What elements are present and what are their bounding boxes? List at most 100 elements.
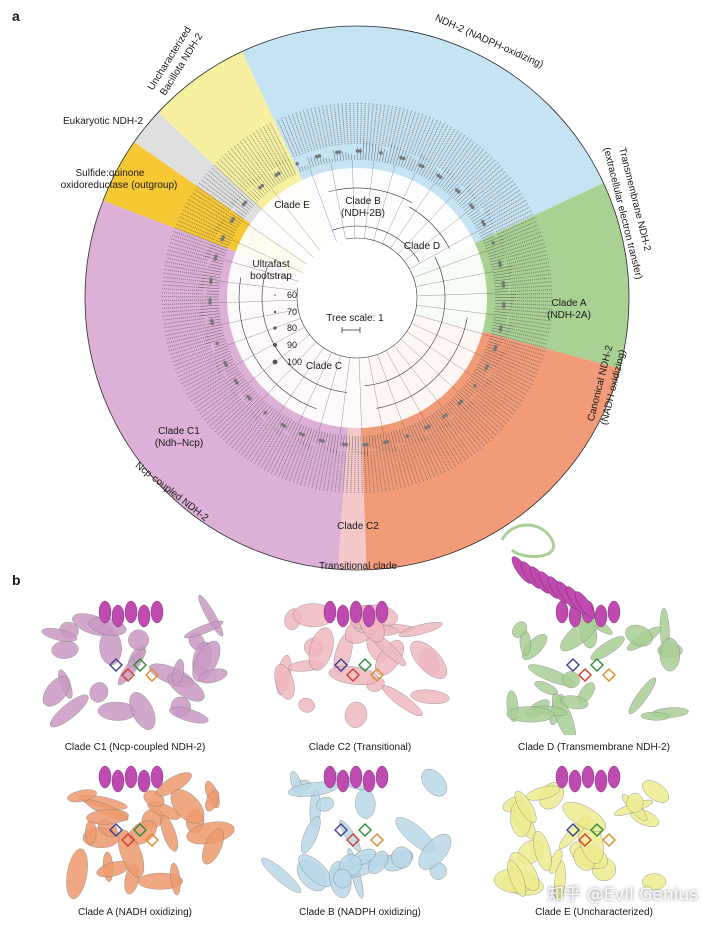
leaf-label [164,260,206,270]
leaf-label [266,123,287,162]
radial-branch [368,356,384,434]
bootstrap-node [457,190,461,194]
ligand-stick [602,833,616,847]
bootstrap-node [470,205,475,210]
leaf-branch [489,335,505,341]
label-clade-a: Clade A [551,298,586,309]
leaf-label [510,312,553,318]
leaf-label [442,425,467,462]
ligand-stick [133,658,147,672]
leaf-branch [203,275,221,278]
leaf-label [161,299,204,302]
radial-branch [220,281,298,291]
leaf-label [475,173,510,201]
leaf-branch [235,209,246,217]
leaf-branch [272,413,283,429]
helix-segment [349,600,363,624]
radial-branch [224,259,300,282]
label-clade-c1: Clade C1 [158,426,200,437]
ribbon-segment [298,697,315,713]
leaf-label [333,103,340,146]
leaf-label [505,246,547,259]
bootstrap-node [438,175,443,179]
bootstrap-node [220,237,224,242]
leaf-label [493,368,532,389]
ligand-stick [358,823,372,837]
leaf-label [391,447,402,490]
bootstrap-value: 60 [287,290,297,300]
leaf-label [507,257,550,268]
leaf-label [171,347,212,363]
leaf-branch [423,162,432,178]
ligand-stick [121,668,135,682]
leaf-label [193,188,230,213]
radial-branch [416,293,495,297]
structure-clade-d [500,523,689,735]
leaf-label [172,230,213,246]
leaf-label [459,412,489,445]
radial-branch [373,165,396,241]
leaf-label [495,213,535,233]
leaf-branch [403,153,409,169]
leaf-label [510,281,553,286]
leaf-label [502,348,543,364]
leaf-label [346,451,350,494]
leaf-label [206,396,240,425]
leaf-label [478,391,513,419]
leaf-branch [339,435,342,448]
leaf-branch [377,434,380,450]
leaf-label [162,314,205,321]
internal-branch [409,206,450,249]
leaf-label [373,451,379,493]
bootstrap-node [457,401,462,406]
bootstrap-node [344,442,349,447]
leaf-label [476,394,510,422]
ribbon-segment [344,701,368,728]
leaf-label [397,446,410,488]
leaf-label [334,450,341,493]
ribbon-segment [67,789,97,803]
bootstrap-node [365,442,369,447]
leaf-label [494,209,533,230]
ligand-stick [590,823,604,837]
ligand-stick [346,833,360,847]
leaf-label [507,330,549,341]
leaf-label [172,350,213,367]
leaf-label [510,300,553,302]
leaf-branch [433,412,445,429]
bootstrap-dot [273,310,277,314]
leaf-branch [395,148,401,166]
leaf-label [164,327,206,337]
radial-branch [318,355,341,431]
leaf-label [390,106,401,148]
label-clade-b: Clade B [345,196,381,207]
ribbon-segment [506,706,554,723]
leaf-branch [214,350,230,358]
leaf-label [508,265,551,274]
leaf-branch [460,194,474,207]
helix-segment [594,604,608,628]
leaf-branch [213,228,233,239]
helix-segment [323,600,337,624]
leaf-label [165,257,207,267]
leaf-label [267,434,288,473]
leaf-branch [244,390,255,401]
leaf-label [510,309,553,314]
ribbon-segment [534,680,559,696]
leaf-label [236,142,263,177]
leaf-branch [264,174,275,188]
leaf-label [399,109,413,151]
leaf-label [366,451,371,494]
leaf-branch [408,157,414,171]
ribbon-segment [172,659,185,687]
radial-branch [248,334,310,384]
leaf-label [479,179,514,206]
leaf-label [190,378,227,402]
leaf-branch [270,412,280,426]
leaf-label [359,102,362,145]
leaf-label [431,432,454,470]
leaf-label [161,311,204,317]
ligand-stick [109,658,123,672]
leaf-label [177,359,217,378]
leaf-label [439,427,464,464]
